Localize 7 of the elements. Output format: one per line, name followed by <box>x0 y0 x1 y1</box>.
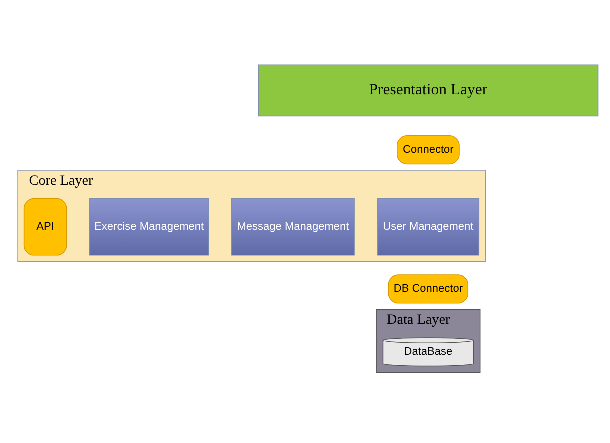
node-box: Presentation Layer <box>258 64 599 116</box>
node-box: Exercise Management <box>89 198 210 256</box>
node-box: Connector <box>397 135 460 164</box>
node-box: Message Management <box>231 198 355 256</box>
node-box: API <box>24 198 68 256</box>
node-box: DB Connector <box>388 274 469 304</box>
node-box: User Management <box>377 198 480 256</box>
